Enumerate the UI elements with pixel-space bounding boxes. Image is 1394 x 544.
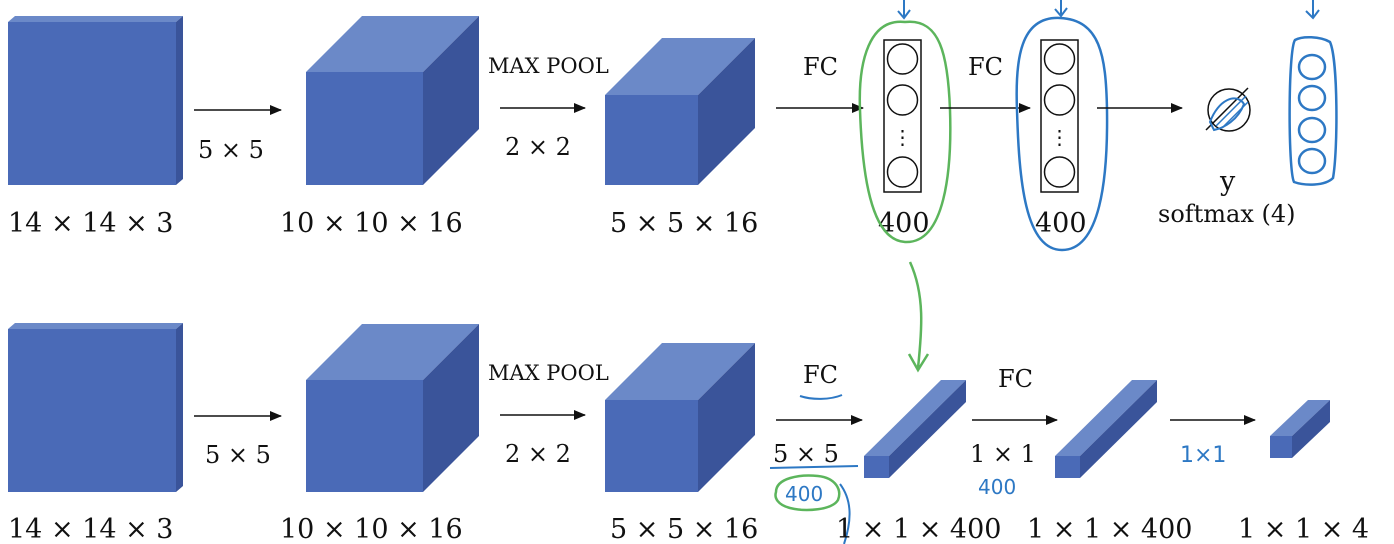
neuron <box>886 43 919 75</box>
top-input-dim-label: 14 × 14 × 3 <box>8 208 173 239</box>
bottom-conv-dim-label: 10 × 10 × 16 <box>280 514 463 544</box>
output-filter-note: 1×1 <box>1180 443 1226 468</box>
top-row: 14 × 14 × 3 5 × 5 10 × 10 × 16 MAX POOL … <box>8 0 1338 252</box>
top-output-var-label: y <box>1219 166 1236 197</box>
bottom-fc2-output-dim-label: 1 × 1 × 400 <box>1027 514 1192 544</box>
fc2-count-note: 400 <box>978 475 1016 499</box>
neuron <box>886 156 919 188</box>
top-fc2-pointer <box>1054 0 1068 18</box>
top-pool-dim-label: 5 × 5 × 16 <box>610 208 758 239</box>
bottom-fc1-output-dim-label: 1 × 1 × 400 <box>836 514 1001 544</box>
bottom-input-dim-label: 14 × 14 × 3 <box>8 514 173 544</box>
top-fc1-label: FC <box>803 53 838 81</box>
top-conv-filter-label: 5 × 5 <box>198 136 264 164</box>
top-fc2-label: FC <box>968 53 1003 81</box>
bottom-row: 14 × 14 × 3 5 × 5 10 × 10 × 16 MAX POOL … <box>8 323 1369 544</box>
top-pool-volume <box>605 38 755 185</box>
bottom-conv-filter-label: 5 × 5 <box>205 441 271 469</box>
fc1-filter-underline <box>769 465 859 469</box>
top-input-volume <box>8 16 183 185</box>
neuron <box>1043 43 1076 75</box>
bottom-fc2-label: FC <box>998 365 1033 393</box>
top-softmax-label: softmax (4) <box>1158 200 1296 228</box>
top-conv-volume <box>306 16 479 185</box>
bottom-fc1-filter-label: 5 × 5 <box>773 440 839 468</box>
neuron-ellipsis: ⋮ <box>1050 125 1070 149</box>
top-conv-dim-label: 10 × 10 × 16 <box>280 208 463 239</box>
green-annotation-ellipse <box>858 20 952 244</box>
top-pool-size-label: 2 × 2 <box>505 133 571 161</box>
bottom-fc2-output-volume <box>1055 380 1157 478</box>
bottom-input-volume <box>8 323 183 492</box>
bottom-pool-size-label: 2 × 2 <box>505 440 571 468</box>
fc1-underline-annotation <box>799 394 843 400</box>
bottom-fc1-label: FC <box>803 361 838 389</box>
blue-annotation-ellipse <box>1015 16 1109 252</box>
fc1-note-pointer <box>839 483 851 544</box>
neuron <box>1043 84 1076 116</box>
bottom-pool-label: MAX POOL <box>488 361 609 385</box>
neuron <box>886 84 919 116</box>
top-output-neuron <box>1205 87 1251 132</box>
bottom-pool-dim-label: 5 × 5 × 16 <box>610 514 758 544</box>
bottom-fc2-filter-label: 1 × 1 <box>970 440 1036 468</box>
bottom-output-dim-label: 1 × 1 × 4 <box>1238 514 1369 544</box>
top-fc1-units-label: 400 <box>878 208 930 239</box>
bottom-pool-volume <box>605 343 755 492</box>
green-connector-arrow <box>907 261 930 373</box>
bottom-conv-volume <box>306 324 479 492</box>
top-pool-label: MAX POOL <box>488 54 609 78</box>
neuron-ellipsis: ⋮ <box>893 125 913 149</box>
fc1-count-note: 400 <box>785 482 823 506</box>
softmax-units-sketch <box>1288 0 1338 186</box>
top-fc2-units-label: 400 <box>1035 208 1087 239</box>
top-fc1-pointer <box>897 0 911 20</box>
bottom-output-volume <box>1270 400 1330 458</box>
top-fc2-layer: ⋮ <box>1040 39 1079 193</box>
top-fc1-layer: ⋮ <box>883 39 922 193</box>
green-circled-note <box>774 474 841 512</box>
bottom-fc1-output-volume <box>864 380 966 478</box>
neuron <box>1043 156 1076 188</box>
